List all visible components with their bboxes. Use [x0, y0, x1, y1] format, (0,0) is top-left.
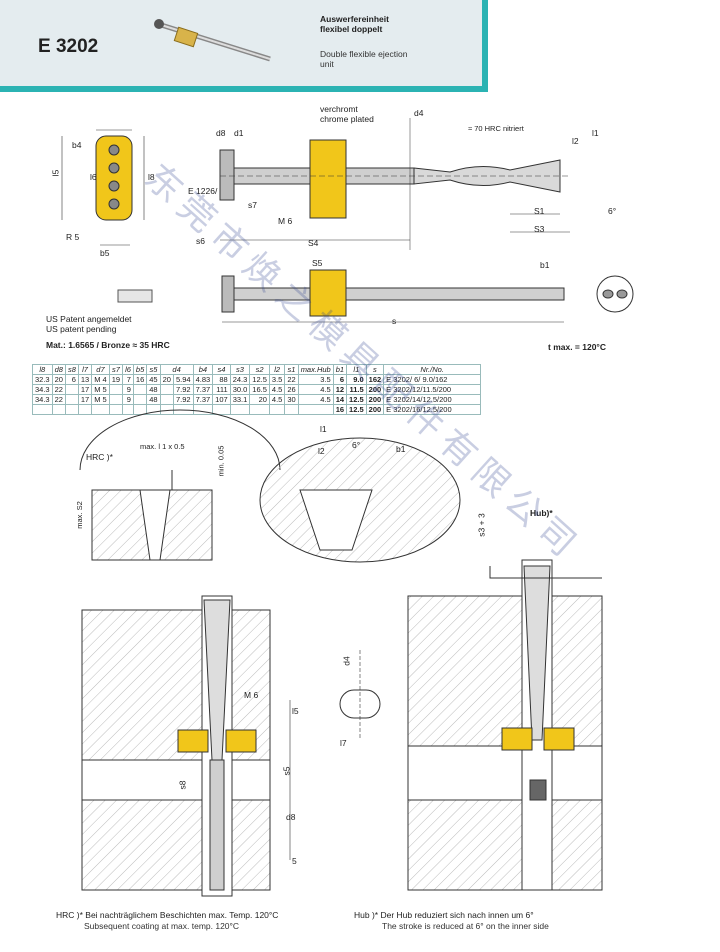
table-cell [108, 404, 124, 415]
label-d8: d8 [216, 128, 226, 138]
label-hrc-nitriert: ≈ 70 HRC nitriert [468, 124, 524, 133]
plate-front-view [61, 129, 145, 246]
detail-hrc: HRC )* [86, 452, 113, 462]
table-cell [192, 404, 214, 415]
detail-hub: Hub)* [530, 508, 553, 518]
header-band: E 3202 Auswerfereinheit flexibel doppelt… [0, 0, 488, 92]
label-s4: S4 [308, 238, 319, 248]
detail-m6: M 6 [244, 690, 259, 700]
detail-l1: l1 [320, 424, 327, 434]
detail-b1: b1 [396, 444, 406, 454]
label-r5: R 5 [66, 232, 80, 242]
patent-en: US patent pending [46, 324, 117, 334]
footnote-hub: Hub )* Der Hub reduziert sich nach innen… [354, 910, 549, 931]
detail-max-s2: max. S2 [74, 501, 84, 529]
label-s: s [392, 316, 397, 326]
table-cell: 12.5 [346, 404, 367, 415]
detail-min005: min. 0.05 [216, 445, 226, 477]
label-l2: l2 [572, 136, 579, 146]
detail-max-l1: max. l 1 x 0.5 [140, 442, 185, 451]
table-cell [159, 404, 174, 415]
table-cell [77, 404, 93, 415]
pin-detail [339, 650, 381, 740]
detail-d4: d4 [341, 656, 352, 666]
footnote-hrc: HRC )* Bei nachträglichem Beschichten ma… [56, 910, 279, 931]
detail-s3-plus3: s3 + 3 [476, 513, 487, 537]
part-number-cell: E 3202/16/12.5/200 [383, 404, 482, 415]
label-s1: S1 [534, 206, 545, 216]
tmax-note: t max. = 120°C [548, 342, 606, 352]
label-l1: l1 [592, 128, 599, 138]
title-de: Auswerfereinheit flexibel doppelt [320, 14, 389, 34]
label-s6: s6 [196, 236, 205, 246]
patent-de: US Patent angemeldet [46, 314, 132, 324]
table-cell: 16 [332, 404, 348, 415]
label-s3: S3 [534, 224, 545, 234]
detail-angle: 6° [352, 440, 361, 450]
detail-l2: l2 [318, 446, 325, 456]
label-d4: d4 [414, 108, 424, 118]
table-cell [268, 404, 286, 415]
technical-drawing-top [61, 118, 634, 323]
table-cell [284, 404, 299, 415]
label-d1: d1 [234, 128, 244, 138]
detail-taper-circle [259, 437, 461, 563]
mold-assembly-left [81, 595, 291, 897]
product-code: E 3202 [38, 36, 99, 57]
material-note: Mat.: 1.6565 / Bronze ≈ 35 HRC [46, 340, 170, 350]
label-e1226: E 1226/ [188, 186, 218, 196]
label-chrome-plated: chrome plated [320, 114, 374, 124]
label-l8: l8 [148, 172, 155, 182]
ejector-assembly-view [117, 269, 634, 323]
label-b1: b1 [540, 260, 550, 270]
detail-l7: l7 [340, 738, 347, 748]
label-m6: M 6 [278, 216, 293, 226]
product-photo [154, 19, 271, 62]
label-s5: S5 [312, 258, 323, 268]
detail-s5: s5 [281, 766, 292, 776]
detail-hrc-circle [79, 409, 281, 561]
detail-d8: d8 [286, 812, 296, 822]
label-b4: b4 [72, 140, 82, 150]
detail-l5: l5 [292, 706, 299, 716]
label-b5: b5 [100, 248, 110, 258]
mold-assembly-right [407, 559, 603, 891]
table-cell [51, 404, 66, 415]
detail-s8: s8 [177, 780, 188, 790]
label-s7: s7 [248, 200, 257, 210]
label-angle: 6° [608, 206, 617, 216]
ejector-side-view [219, 118, 570, 250]
detail-five: 5 [292, 856, 297, 866]
dimension-table: l8 d8 s8 l7 d7 s7 l6 b5 s5 d4 b4 s4 s3 s… [32, 364, 482, 415]
title-en: Double flexible ejection unit [320, 49, 408, 69]
label-l6: l6 [90, 172, 97, 182]
label-verchromt: verchromt [320, 104, 358, 114]
